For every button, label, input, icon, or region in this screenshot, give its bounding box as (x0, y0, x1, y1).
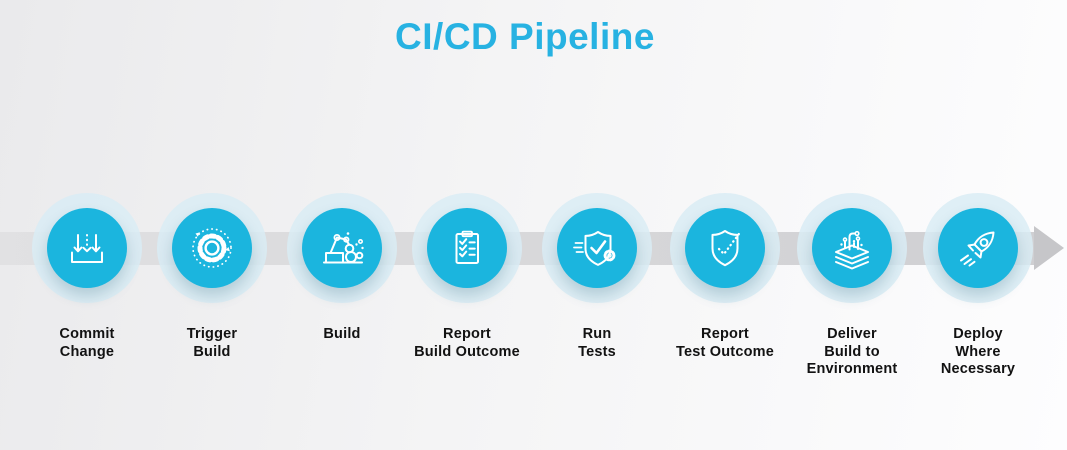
step-label: Report Test Outcome (675, 326, 774, 360)
layers-circuit-icon (835, 230, 869, 270)
pipeline-step-report-test-outcome: Report Test Outcome (650, 193, 800, 361)
step-label: Deliver Build to Environment (806, 326, 898, 378)
commit-arrows-icon (71, 234, 103, 263)
pipeline-step-report-build-outcome: Report Build Outcome (392, 193, 542, 361)
step-label: Trigger Build (186, 326, 238, 360)
step-label: Deploy Where Necessary (940, 326, 1016, 378)
step-circle (302, 208, 382, 288)
pipeline-step-trigger-build: Trigger Build (137, 193, 287, 361)
step-circle (685, 208, 765, 288)
timeline-arrowhead-icon (1034, 226, 1064, 270)
step-label: Run Tests (578, 326, 616, 360)
step-halo (32, 193, 142, 303)
page-title: CI/CD Pipeline (395, 16, 655, 57)
pipeline-step-run-tests: Run Tests (522, 193, 672, 361)
step-halo (797, 193, 907, 303)
step-halo (157, 193, 267, 303)
pipeline-step-deliver-build: Deliver Build to Environment (777, 193, 927, 379)
gear-trigger-icon (192, 228, 232, 268)
pipeline-step-commit-change: Commit Change (12, 193, 162, 361)
robot-arm-icon (323, 232, 364, 264)
step-circle (557, 208, 637, 288)
shield-dotted-check-icon (711, 230, 742, 267)
pipeline-step-deploy: Deploy Where Necessary (903, 193, 1053, 379)
step-circle (427, 208, 507, 288)
step-halo (670, 193, 780, 303)
rocket-icon (960, 231, 995, 267)
step-circle (812, 208, 892, 288)
clipboard-checklist-icon (455, 230, 479, 264)
pipeline-step-build: Build (267, 193, 417, 344)
step-label: Commit Change (59, 326, 115, 360)
step-label: Report Build Outcome (414, 326, 520, 360)
step-halo (412, 193, 522, 303)
step-halo (542, 193, 652, 303)
step-halo (923, 193, 1033, 303)
step-circle (47, 208, 127, 288)
step-label: Build (323, 326, 361, 342)
step-halo (287, 193, 397, 303)
shield-check-gear-icon (573, 231, 616, 266)
step-circle (938, 208, 1018, 288)
step-circle (172, 208, 252, 288)
